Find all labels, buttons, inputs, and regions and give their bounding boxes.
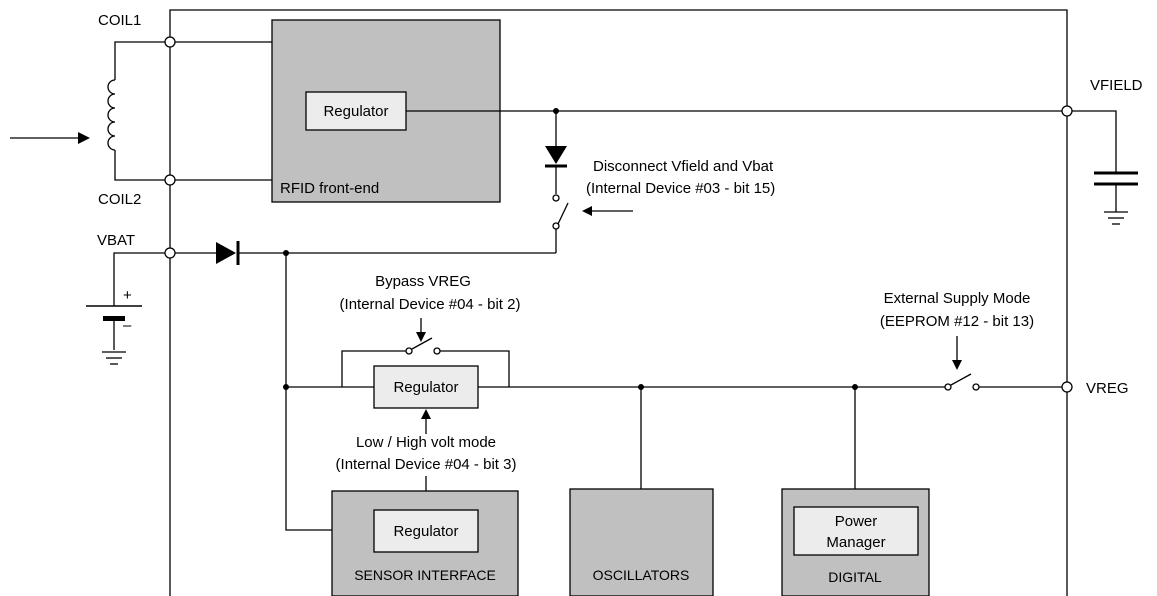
battery-minus-label: – [123,317,132,334]
power-manager-label-line1: Power [835,513,878,530]
external-arrow-icon [952,336,962,370]
main-regulator-label: Regulator [393,379,458,396]
sensor-interface-label: SENSOR INTERFACE [354,567,496,583]
coil1-label: COIL1 [98,12,141,29]
disconnect-diode-icon [545,111,567,194]
bypass-arrow-icon [416,318,426,342]
bypass-annotation-line2: (Internal Device #04 - bit 2) [340,296,521,313]
sensor-regulator [373,509,479,553]
disconnect-annotation-line2: (Internal Device #03 - bit 15) [586,180,775,197]
external-switch-icon [944,373,980,391]
main-regulator [373,365,479,409]
coil2-pin [164,174,176,186]
vbat-vertical-bus [285,253,374,531]
external-annotation-line2: (EEPROM #12 - bit 13) [880,313,1034,330]
battery-icon [86,296,142,350]
coil2-label: COIL2 [98,191,141,208]
vbat-label: VBAT [97,232,135,249]
bypass-left-wire [341,350,406,387]
bypass-switch-icon [405,337,441,355]
lowhigh-annotation-line2: (Internal Device #04 - bit 3) [336,456,517,473]
antenna-coil [10,41,170,181]
vfield-pin [1061,105,1073,117]
bypass-right-wire [440,350,510,387]
external-annotation-line1: External Supply Mode [884,290,1031,307]
lowhigh-annotation-line1: Low / High volt mode [356,434,496,451]
power-manager-label-line2: Manager [826,534,885,551]
vreg-label: VREG [1086,380,1129,397]
rfid-frontend-label: RFID front-end [280,180,379,197]
digital-label: DIGITAL [828,569,882,585]
vfield-ground-icon [1104,211,1128,225]
oscillators-block [569,488,714,596]
vbat-external-wire [113,252,165,296]
disconnect-annotation-line1: Disconnect Vfield and Vbat [593,158,774,175]
coil1-pin [164,36,176,48]
vbat-pin [164,247,176,259]
oscillators-label: OSCILLATORS [593,567,690,583]
rfid-regulator-label: Regulator [323,103,388,120]
power-manager [793,506,919,556]
battery-plus-label: + [123,287,132,304]
bypass-annotation-line1: Bypass VREG [375,273,471,290]
disconnect-switch-icon [552,194,569,253]
rfid-regulator [305,91,407,131]
vfield-label: VFIELD [1090,77,1143,94]
vbat-diode-icon [216,241,240,265]
battery-ground-icon [102,351,126,365]
vfield-capacitor [1072,110,1138,212]
disconnect-arrow-icon [582,206,633,216]
chip-boundary [169,9,1068,596]
vreg-pin [1061,381,1073,393]
lowhigh-up-arrow-icon [421,409,431,434]
sensor-regulator-label: Regulator [393,523,458,540]
